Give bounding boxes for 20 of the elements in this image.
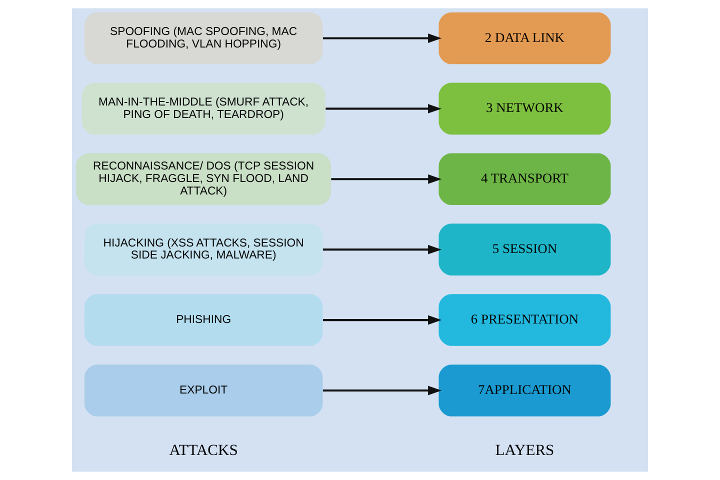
node-box: 3 NETWORK	[438, 82, 611, 135]
node-box: 6 PRESENTATION	[438, 294, 611, 346]
label: LAYERS	[495, 442, 554, 460]
arrow	[322, 315, 442, 325]
node-box: MAN-IN-THE-MIDDLE (SMURF ATTACK, PING OF DEATH, TEARDROP)	[82, 82, 326, 135]
node-box: PHISHING	[84, 294, 323, 346]
arrow	[322, 386, 442, 396]
label: ATTACKS	[169, 442, 238, 460]
node-box: 5 SESSION	[438, 224, 611, 276]
node-box: HIJACKING (XSS ATTACKS, SESSION SIDE JACKING, MALWARE)	[84, 224, 323, 276]
arrow	[326, 104, 442, 114]
node-box: SPOOFING (MAC SPOOFING, MAC FLOODING, VLAN HOPPING)	[84, 12, 323, 64]
arrow	[322, 34, 442, 43]
node-box: 2 DATA LINK	[438, 12, 611, 64]
node-box: RECONNAISSANCE/ DOS (TCP SESSION HIJACK, FRAGGLE, SYN FLOOD, LAND ATTACK)	[76, 153, 331, 206]
node-box: 7APPLICATION	[438, 364, 611, 416]
node-box: 4 TRANSPORT	[438, 153, 611, 206]
node-box: EXPLOIT	[84, 364, 323, 416]
arrow	[322, 244, 442, 254]
arrow	[331, 174, 442, 184]
